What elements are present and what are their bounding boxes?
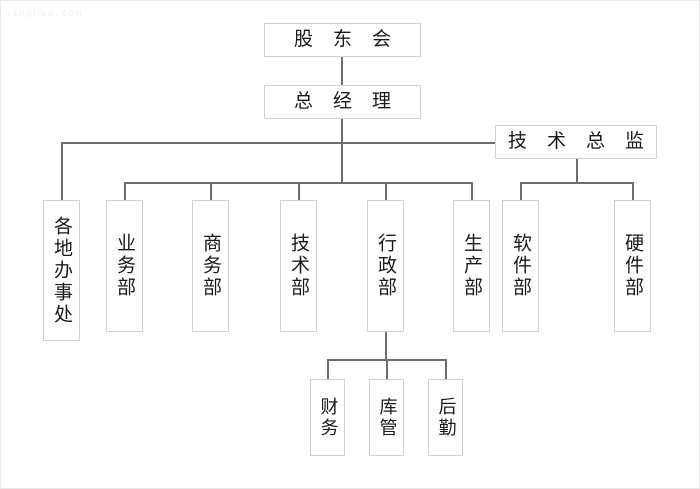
connector-to-logistics bbox=[445, 359, 447, 379]
connector-cto-bus bbox=[520, 182, 634, 184]
connector-to-production bbox=[471, 182, 473, 201]
node-technical-department[interactable]: 技术部 bbox=[280, 200, 317, 332]
node-software-department-label: 软件部 bbox=[509, 233, 532, 299]
node-logistics-label: 后勤 bbox=[435, 396, 457, 439]
connector-to-software bbox=[520, 182, 522, 201]
node-technical-department-label: 技术部 bbox=[287, 233, 310, 299]
connector-to-finance bbox=[327, 359, 329, 379]
node-hardware-department[interactable]: 硬件部 bbox=[614, 200, 651, 332]
node-hardware-department-label: 硬件部 bbox=[621, 233, 644, 299]
connector-gm-stem bbox=[341, 118, 343, 142]
connector-shareholders-to-gm bbox=[341, 56, 343, 85]
node-shareholders-label: 股 东 会 bbox=[293, 28, 399, 51]
node-commerce-department-label: 商务部 bbox=[199, 233, 222, 299]
node-logistics[interactable]: 后勤 bbox=[428, 379, 463, 456]
node-shareholders[interactable]: 股 东 会 bbox=[264, 23, 421, 57]
node-production-department[interactable]: 生产部 bbox=[453, 200, 490, 332]
watermark-text: singhua.com bbox=[5, 8, 83, 19]
node-administrative-department-label: 行政部 bbox=[374, 233, 397, 299]
node-finance-label: 财务 bbox=[317, 396, 339, 439]
node-technical-director[interactable]: 技 术 总 监 bbox=[495, 125, 657, 159]
node-general-manager-label: 总 经 理 bbox=[293, 90, 399, 113]
connector-to-commerce bbox=[210, 182, 212, 201]
node-regional-offices-label: 各地办事处 bbox=[50, 215, 73, 326]
node-finance[interactable]: 财务 bbox=[310, 379, 345, 456]
node-technical-director-label: 技 术 总 监 bbox=[507, 130, 652, 153]
connector-cto-stem bbox=[576, 159, 578, 183]
connector-main-bus bbox=[61, 142, 495, 144]
connector-to-warehouse bbox=[386, 359, 388, 379]
node-warehouse-label: 库管 bbox=[376, 396, 398, 439]
node-regional-offices[interactable]: 各地办事处 bbox=[43, 200, 80, 341]
node-commerce-department[interactable]: 商务部 bbox=[192, 200, 229, 332]
node-business-department[interactable]: 业务部 bbox=[106, 200, 143, 332]
connector-to-business bbox=[124, 182, 126, 201]
connector-administrative-stem bbox=[385, 332, 387, 360]
connector-to-technical bbox=[298, 182, 300, 201]
connector-to-offices bbox=[61, 142, 63, 201]
connector-gm-to-dept-bus bbox=[341, 142, 343, 183]
node-business-department-label: 业务部 bbox=[113, 233, 136, 299]
connector-to-administrative bbox=[385, 182, 387, 201]
connector-to-hardware bbox=[632, 182, 634, 201]
node-warehouse[interactable]: 库管 bbox=[369, 379, 404, 456]
node-administrative-department[interactable]: 行政部 bbox=[367, 200, 404, 332]
node-general-manager[interactable]: 总 经 理 bbox=[264, 85, 421, 119]
node-production-department-label: 生产部 bbox=[460, 233, 483, 299]
node-software-department[interactable]: 软件部 bbox=[502, 200, 539, 332]
